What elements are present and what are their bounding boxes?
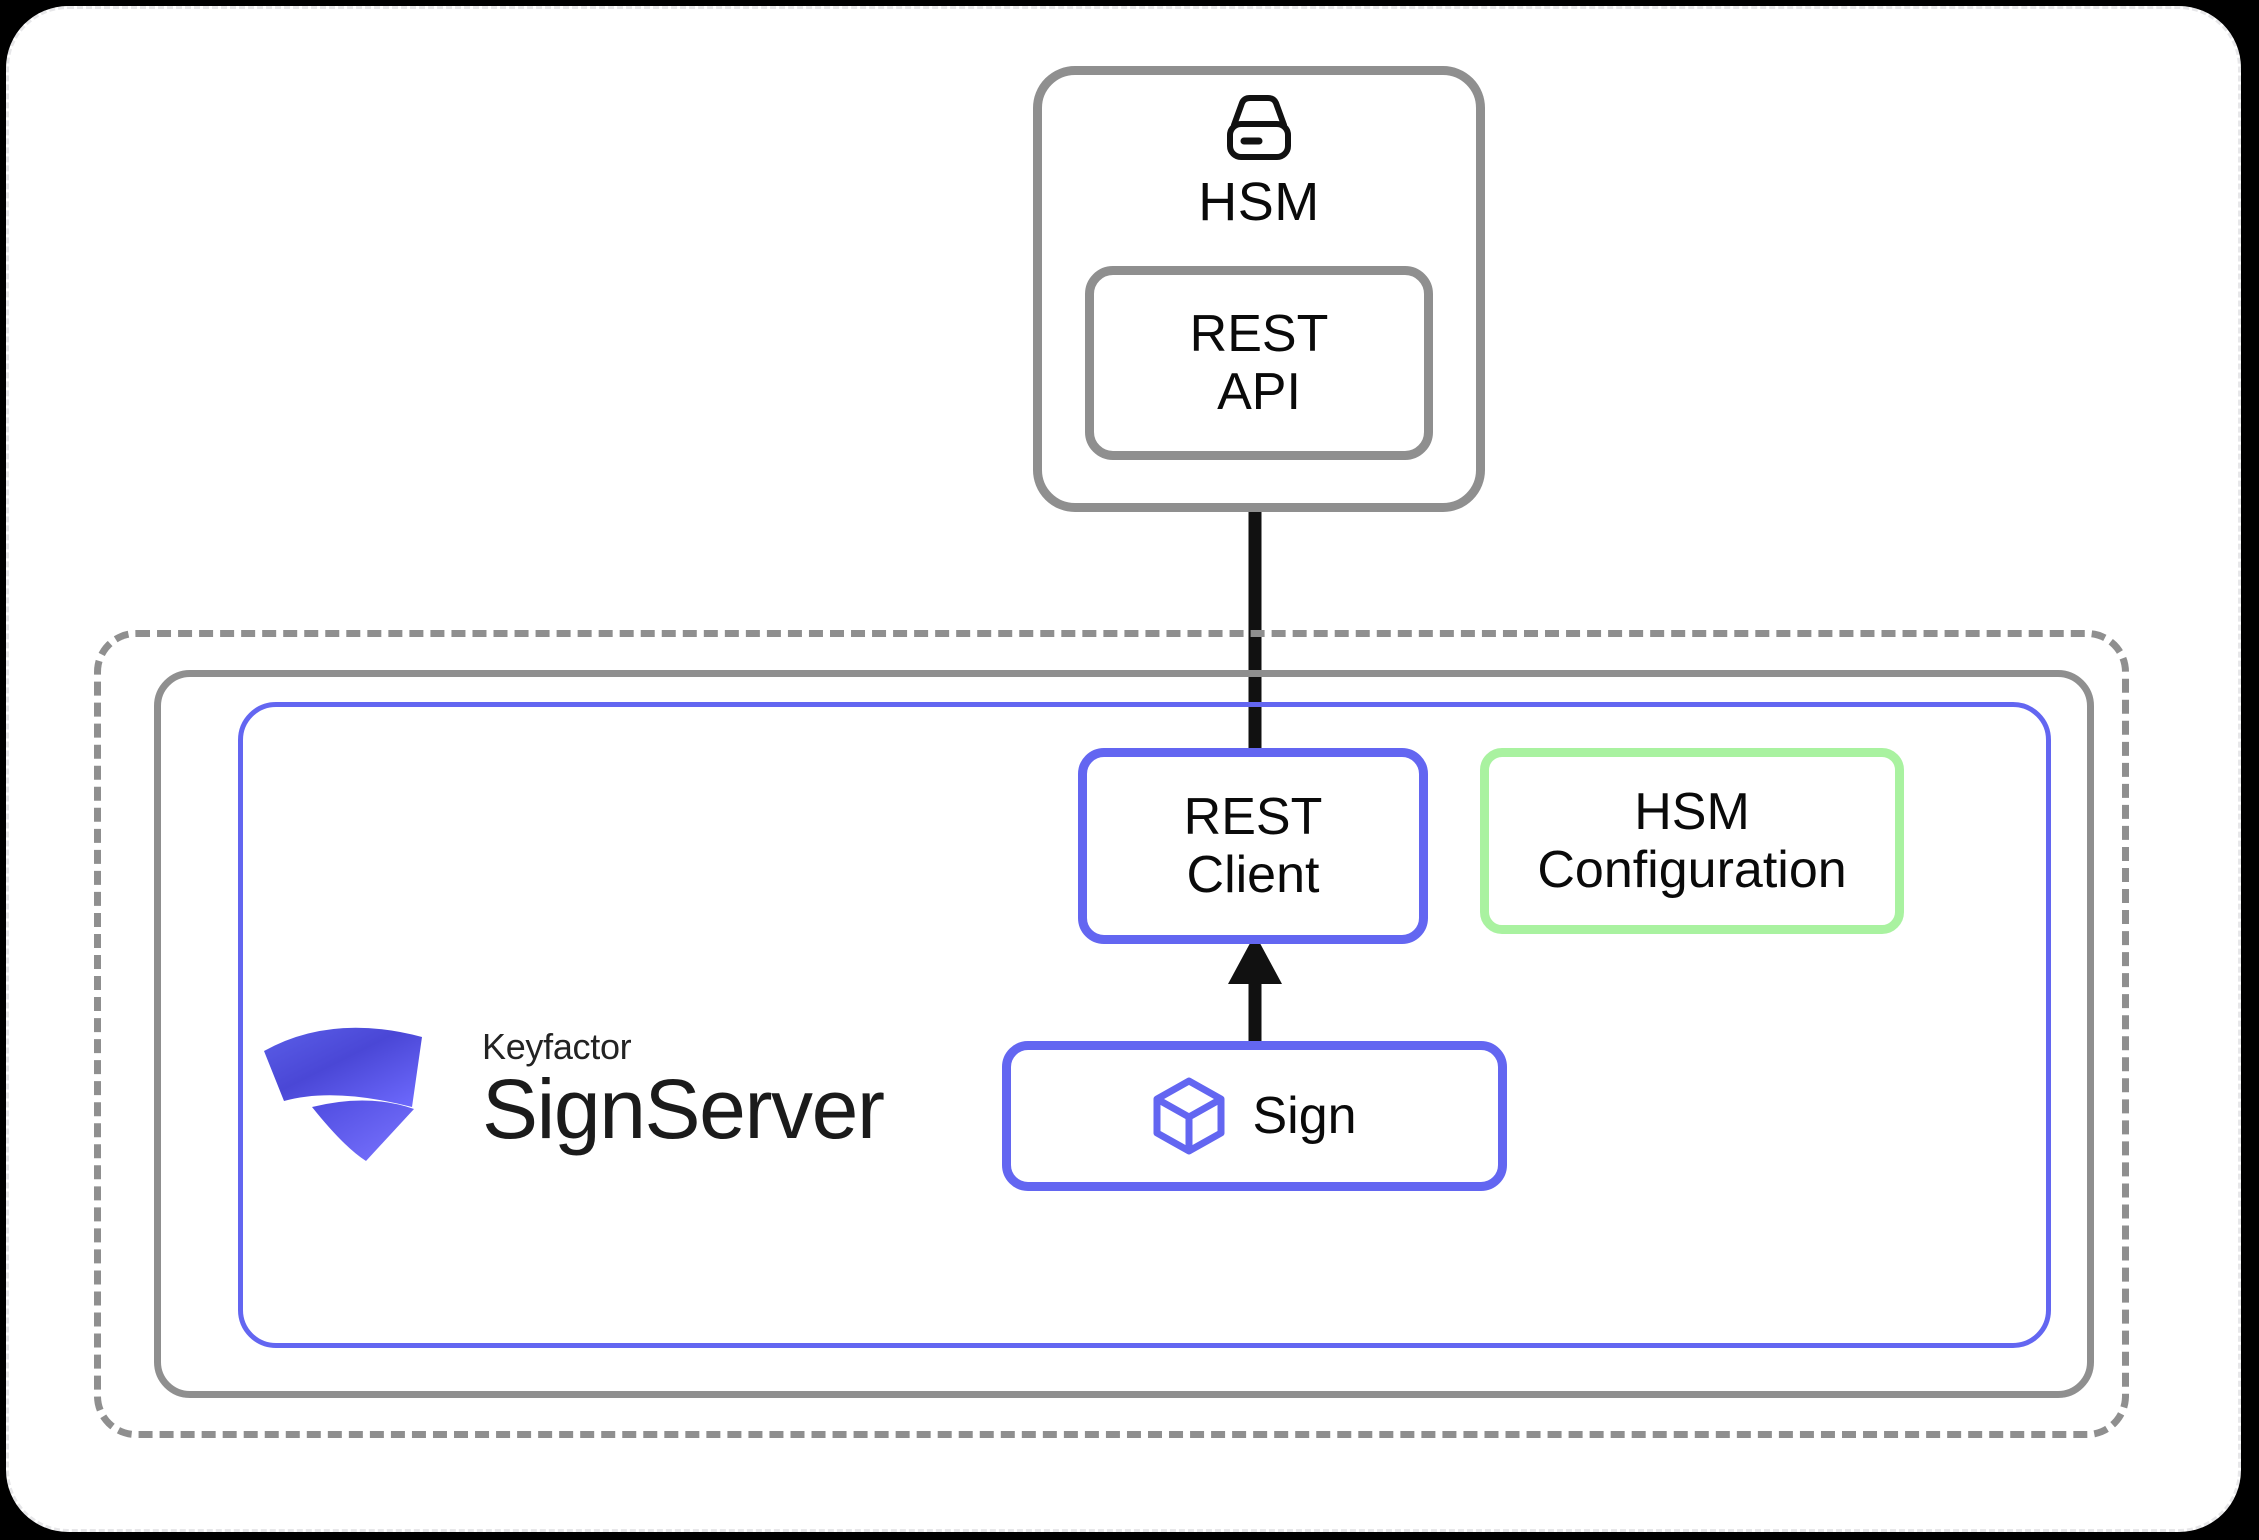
arrow-sign-to-rest-client <box>1228 934 1282 1055</box>
host-boundary-solid <box>154 670 2094 1398</box>
logo-wordmark: Keyfactor SignServer <box>482 1026 885 1156</box>
cube-icon <box>1152 1077 1226 1155</box>
logo-brand-text: Keyfactor <box>482 1026 632 1067</box>
hsm-configuration-box[interactable]: HSM Configuration <box>1480 748 1904 934</box>
hsm-server-icon <box>1219 93 1299 163</box>
rest-client-box[interactable]: REST Client <box>1078 748 1428 944</box>
rest-client-label-line2: Client <box>1186 846 1320 904</box>
rest-client-label-line1: REST <box>1183 787 1323 846</box>
keyfactor-signserver-logo: Keyfactor SignServer <box>262 1000 952 1180</box>
sign-label: Sign <box>1252 1087 1357 1145</box>
hsm-label: HSM <box>1198 172 1320 232</box>
hsm-configuration-label-line1: HSM <box>1634 782 1750 841</box>
rest-api-box[interactable]: REST API <box>1085 266 1433 460</box>
rest-api-label-line2: API <box>1217 363 1301 421</box>
logo-product-text: SignServer <box>482 1062 885 1156</box>
hsm-configuration-label-line2: Configuration <box>1537 841 1847 899</box>
sign-worker-box[interactable]: Sign <box>1002 1041 1507 1191</box>
deployment-boundary-dashed <box>94 630 2129 1438</box>
keyfactor-fan-icon <box>264 1027 422 1161</box>
rest-api-label-line1: REST <box>1189 304 1329 363</box>
signserver-boundary <box>238 702 2051 1348</box>
